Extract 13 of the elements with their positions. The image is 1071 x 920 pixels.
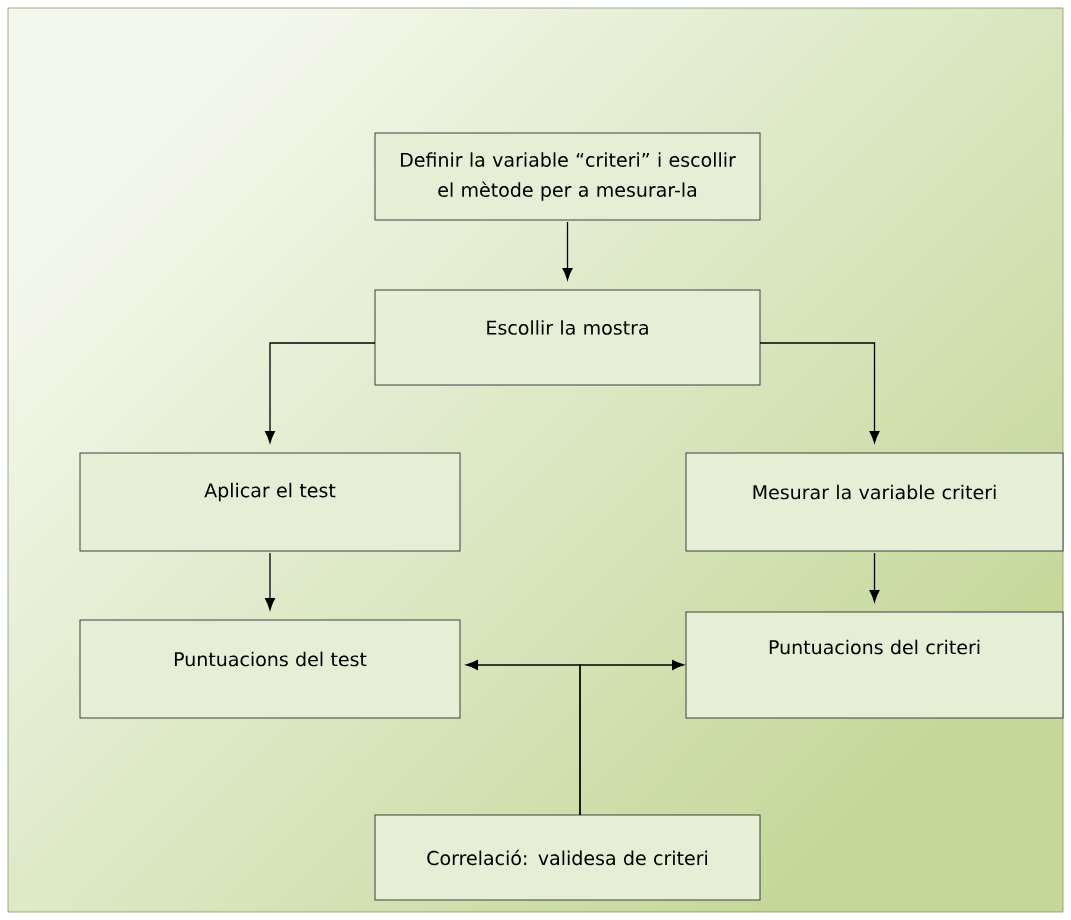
arrow: [562, 221, 573, 281]
process-box: Mesurar la variable criteri: [685, 452, 1064, 552]
process-box: Escollir la mostra: [374, 289, 761, 386]
arrow: [759, 342, 880, 444]
arrow: [265, 552, 275, 611]
process-box: Puntuacions del criteri: [685, 611, 1064, 719]
arrow: [265, 342, 376, 444]
process-box: Puntuacions del test: [79, 619, 461, 719]
process-box: Definir la variable “criteri” i escollir el mètode per a mesurar-la: [374, 132, 761, 221]
process-box: Correlació: validesa de criteri: [374, 814, 761, 901]
arrow: [869, 552, 880, 603]
process-box: Aplicar el test: [79, 452, 461, 552]
arrow: [579, 660, 685, 816]
